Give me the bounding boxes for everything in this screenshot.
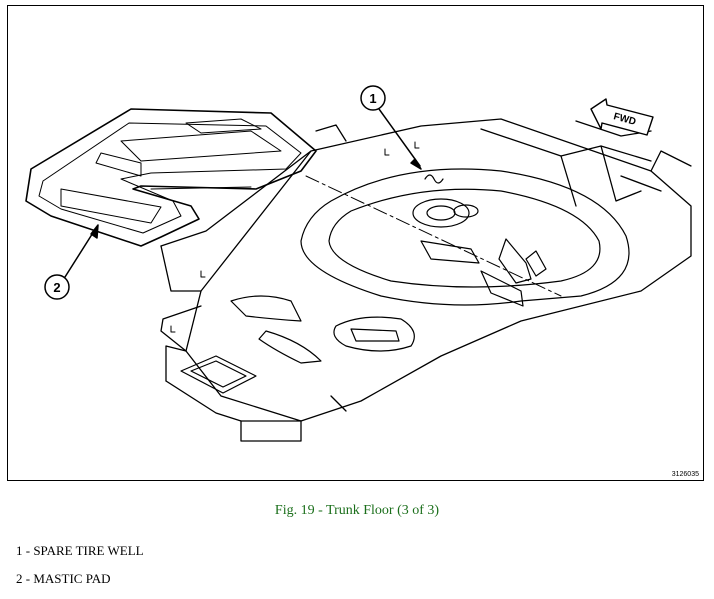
trunk-floor-body — [160, 118, 692, 442]
legend-item: 1 - SPARE TIRE WELL — [16, 543, 144, 558]
rear-panel-recess — [180, 355, 257, 394]
location-markers — [170, 141, 420, 333]
fwd-arrow-icon — [590, 98, 654, 136]
figure-frame: 1 2 FWD 3126035 — [7, 5, 704, 481]
legend: 1 - SPARE TIRE WELL 2 - MASTIC PAD — [16, 543, 144, 599]
callout-1 — [360, 85, 444, 184]
spare-tire-well — [230, 168, 630, 364]
centerline — [305, 175, 562, 297]
legend-item: 2 - MASTIC PAD — [16, 571, 111, 586]
figure-caption: Fig. 19 - Trunk Floor (3 of 3) — [274, 503, 440, 518]
callout-2-label: 2 — [53, 280, 60, 295]
mastic-pad — [25, 108, 317, 247]
figure-number: 3126035 — [671, 471, 699, 478]
trunk-floor-illustration: 1 2 FWD — [25, 85, 692, 442]
callout-2 — [44, 224, 99, 300]
callout-1-label: 1 — [369, 91, 376, 106]
